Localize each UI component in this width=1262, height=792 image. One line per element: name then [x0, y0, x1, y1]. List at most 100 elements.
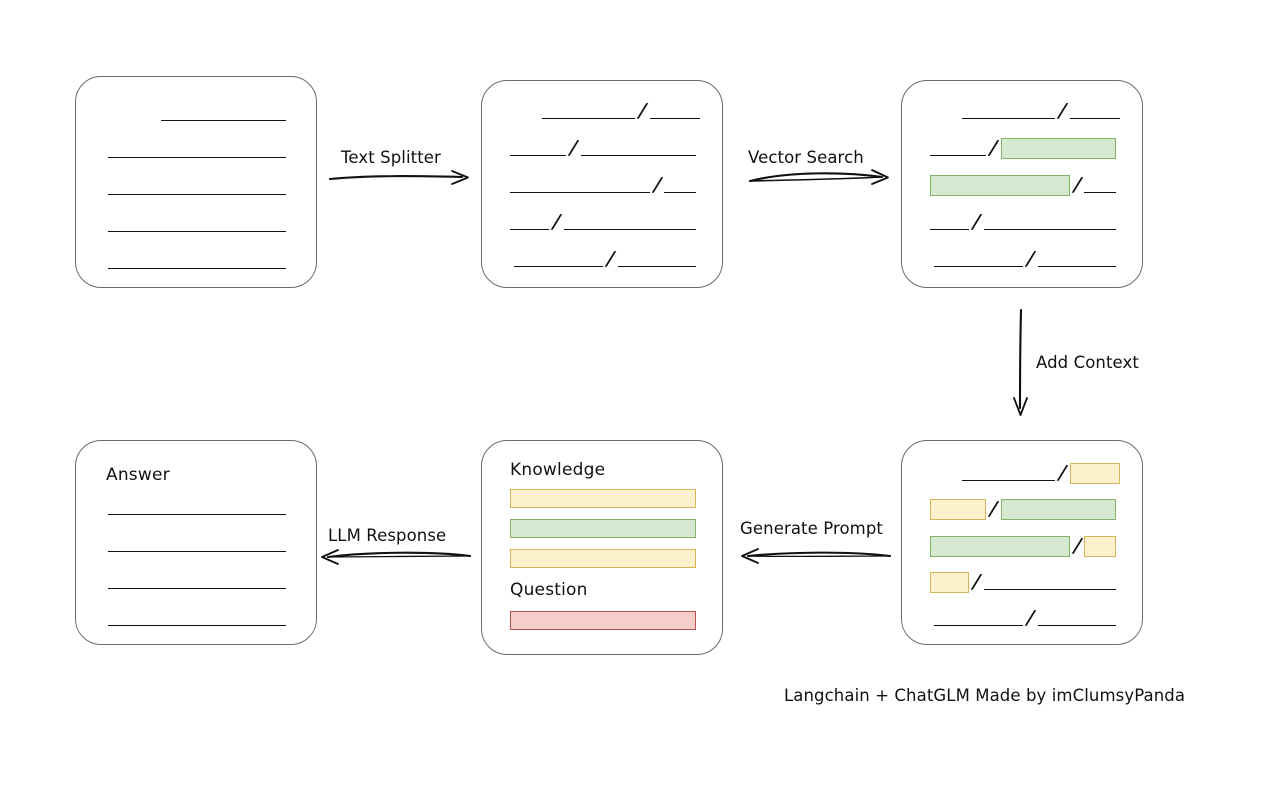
edge-label-vector-search: Vector Search — [748, 148, 864, 167]
line-segment — [108, 587, 286, 589]
arrow-llm-response — [321, 549, 472, 565]
line-segment — [1037, 266, 1117, 267]
text-line — [108, 571, 286, 591]
answer-lines — [108, 507, 286, 626]
line-segment — [649, 118, 700, 119]
row-indent — [930, 111, 962, 112]
knowledge-bar-green — [510, 519, 696, 538]
edge-label-text-splitter: Text Splitter — [341, 148, 441, 167]
knowledge-bars — [510, 489, 696, 568]
highlighted-chunk-green — [930, 535, 1070, 557]
source-document-lines — [108, 113, 286, 269]
text-line — [108, 608, 286, 628]
highlighted-chunk-green — [1000, 138, 1117, 159]
arrow-generate-prompt — [741, 548, 892, 564]
line-segment — [510, 155, 566, 156]
text-line — [108, 497, 286, 517]
text-line — [108, 140, 286, 160]
arrow-add-context — [1013, 308, 1028, 416]
chunk-row: / — [510, 174, 697, 196]
line-segment — [108, 157, 286, 158]
chunk-separator-slash: / — [652, 174, 662, 196]
context-document-box[interactable]: / / / / / — [901, 440, 1143, 645]
chunk-row: / — [930, 570, 1117, 593]
line-segment — [108, 194, 286, 195]
highlighted-chunk-green — [1000, 499, 1117, 521]
chunk-separator-slash: / — [637, 100, 647, 122]
chunk-separator-slash: / — [1025, 607, 1036, 629]
line-segment — [933, 625, 1023, 626]
source-document-box[interactable] — [75, 76, 317, 288]
chunk-row: / — [930, 498, 1117, 521]
highlighted-chunk-yellow — [1069, 463, 1120, 484]
highlighted-chunk-yellow — [1084, 535, 1117, 557]
chunk-separator-slash: / — [1057, 462, 1067, 484]
text-line — [108, 214, 286, 234]
chunk-separator-slash: / — [971, 570, 982, 593]
chunk-separator-slash: / — [971, 211, 982, 233]
chunk-row: / — [510, 211, 697, 233]
knowledge-bar-yellow — [510, 549, 696, 568]
edge-label-llm-response: LLM Response — [328, 526, 447, 545]
line-segment — [984, 229, 1117, 230]
line-segment — [930, 155, 986, 156]
line-segment — [1069, 118, 1120, 119]
line-segment — [108, 514, 286, 515]
text-line — [108, 177, 286, 197]
chunk-separator-slash: / — [551, 211, 562, 233]
question-bar-red — [510, 611, 696, 630]
split-document-box[interactable]: ///// — [481, 80, 723, 288]
row-indent — [930, 473, 962, 474]
line-segment — [108, 231, 286, 232]
chunk-row: / — [930, 137, 1117, 159]
highlighted-chunk-yellow — [930, 499, 986, 521]
prompt-panel-box[interactable]: Knowledge Question — [481, 440, 723, 655]
row-indent — [930, 259, 934, 260]
line-segment — [541, 118, 635, 119]
split-document-rows: ///// — [510, 100, 700, 270]
line-segment — [961, 480, 1055, 481]
line-segment — [108, 625, 286, 626]
line-indent — [108, 113, 161, 114]
highlighted-chunk-green — [930, 175, 1070, 196]
line-segment — [510, 192, 650, 193]
line-segment — [161, 120, 286, 121]
edge-label-add-context: Add Context — [1036, 353, 1139, 372]
chunk-row: / — [930, 607, 1117, 629]
chunk-separator-slash: / — [1057, 100, 1067, 122]
edge-label-generate-prompt: Generate Prompt — [740, 519, 883, 538]
line-segment — [617, 266, 697, 267]
highlighted-chunk-yellow — [930, 571, 970, 593]
arrow-text-splitter — [328, 170, 469, 185]
line-segment — [961, 118, 1055, 119]
text-line — [108, 251, 286, 271]
chunk-row: / — [510, 100, 700, 122]
chunk-separator-slash: / — [1025, 248, 1036, 270]
answer-panel-box[interactable]: Answer — [75, 440, 317, 645]
line-segment — [1084, 192, 1117, 193]
vector-matched-document-box[interactable]: ///// — [901, 80, 1143, 288]
arrow-vector-search — [748, 169, 889, 185]
question-label: Question — [510, 580, 588, 600]
context-document-rows: / / / / / — [930, 462, 1120, 629]
row-indent — [510, 111, 542, 112]
chunk-row: / — [930, 462, 1120, 484]
row-indent — [930, 618, 934, 619]
chunk-row: / — [930, 211, 1117, 233]
footer-credit: Langchain + ChatGLM Made by imClumsyPand… — [784, 686, 1186, 705]
text-line — [108, 534, 286, 554]
knowledge-label: Knowledge — [510, 460, 606, 480]
line-segment — [930, 229, 970, 230]
line-segment — [933, 266, 1023, 267]
row-indent — [510, 259, 514, 260]
line-segment — [108, 268, 286, 269]
line-segment — [510, 229, 550, 230]
answer-label: Answer — [106, 465, 170, 485]
line-segment — [108, 550, 286, 552]
vector-matched-rows: ///// — [930, 100, 1120, 270]
chunk-row: / — [930, 535, 1117, 557]
chunk-separator-slash: / — [605, 248, 616, 270]
line-segment — [513, 266, 603, 267]
line-segment — [664, 192, 697, 193]
